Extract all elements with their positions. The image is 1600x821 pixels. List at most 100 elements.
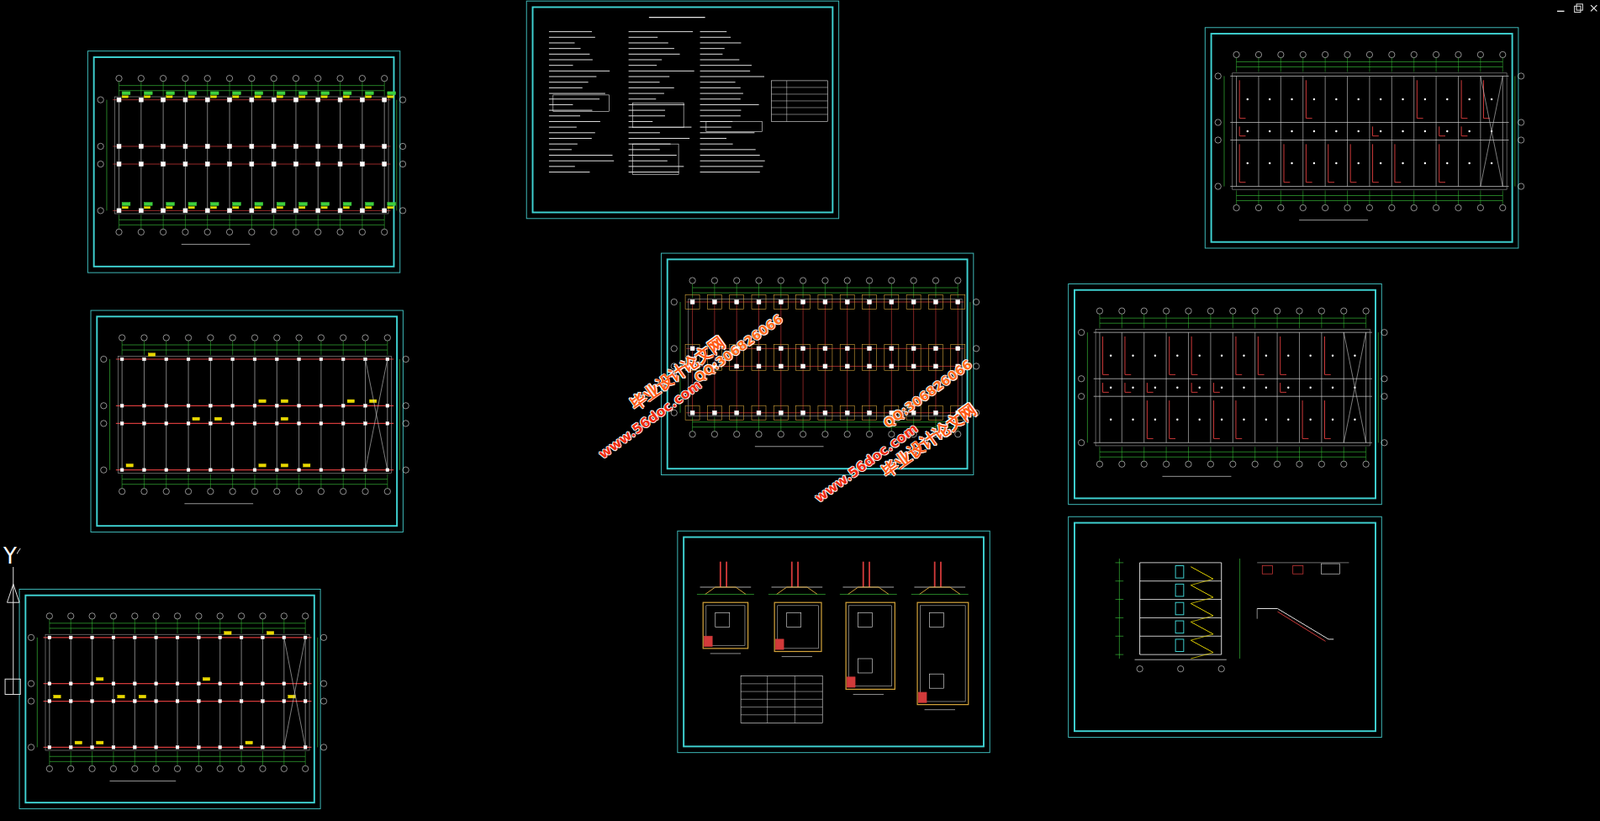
cad-line <box>700 59 740 61</box>
cad-line <box>1190 578 1214 585</box>
cad-line <box>1232 313 1234 328</box>
axis-bubble <box>402 402 409 409</box>
cad-rect <box>773 405 788 420</box>
cad-rect <box>319 422 323 426</box>
cad-line <box>549 104 573 106</box>
cad-rect <box>319 403 323 407</box>
cad-rect <box>280 463 288 467</box>
cad-line <box>1461 117 1468 119</box>
cad-line <box>1115 598 1125 600</box>
cad-rect <box>95 676 103 681</box>
slab-mark <box>1353 418 1356 421</box>
cad-rect <box>553 95 610 111</box>
cad-rect <box>239 635 243 639</box>
slab-mark <box>1176 353 1178 356</box>
cad-line <box>241 637 243 747</box>
cad-line <box>1416 117 1423 119</box>
cad-line <box>700 31 728 32</box>
axis-bubble <box>153 612 159 619</box>
cad-line <box>1143 446 1145 461</box>
cad-line <box>112 750 114 766</box>
cad-line <box>628 165 685 167</box>
axis-bubble <box>910 277 917 284</box>
cad-line <box>276 359 278 470</box>
cad-line <box>700 42 742 43</box>
cad-line <box>1143 332 1145 443</box>
cad-line <box>786 80 787 122</box>
cad-rect <box>90 635 95 639</box>
cad-line <box>1135 659 1227 661</box>
cad-rect <box>862 295 877 310</box>
cad-rect <box>154 745 159 750</box>
axis-bubble <box>1410 51 1417 58</box>
cad-rect <box>778 346 783 351</box>
cad-line <box>163 100 164 212</box>
cad-line <box>549 59 593 61</box>
cad-rect <box>249 208 254 213</box>
cad-rect <box>45 633 310 750</box>
axis-bubble <box>1140 460 1147 467</box>
cad-rect <box>385 403 390 407</box>
axis-bubble <box>844 277 851 284</box>
cad-line <box>339 214 341 229</box>
cad-line <box>253 340 255 355</box>
axis-bubble <box>259 765 266 771</box>
cad-line <box>298 359 300 470</box>
cad-rect <box>231 468 235 472</box>
cad-line <box>700 115 741 117</box>
cad-rect <box>844 364 850 369</box>
axis-bubble <box>932 277 939 284</box>
axis-bubble <box>822 277 829 284</box>
ucs-arrow <box>6 583 20 602</box>
cad-line <box>824 283 826 298</box>
axis-bubble <box>1381 329 1388 336</box>
cad-rect <box>929 612 945 627</box>
cad-rect <box>364 403 368 407</box>
axis-bubble <box>1344 51 1351 58</box>
cad-line <box>361 100 363 212</box>
axis-bubble <box>141 334 148 341</box>
cad-line <box>911 593 969 595</box>
cad-line <box>284 637 306 747</box>
axis-bubble <box>711 277 718 284</box>
cad-line <box>934 283 936 298</box>
cad-rect <box>274 422 279 426</box>
slab-mark <box>1467 162 1470 164</box>
cad-rect <box>197 745 201 750</box>
axis-bubble <box>1477 204 1484 211</box>
cad-line <box>1438 143 1440 182</box>
cad-line <box>210 340 212 355</box>
cad-line <box>219 750 221 766</box>
axis-bubble <box>116 75 122 82</box>
cad-line <box>1280 391 1287 393</box>
cad-rect <box>950 295 966 310</box>
cad-rect <box>121 95 128 98</box>
cad-line <box>1368 190 1370 205</box>
cad-line <box>1239 181 1246 183</box>
axis-bubble <box>1214 73 1221 80</box>
axis-bubble <box>1432 51 1439 58</box>
axis-bubble <box>159 228 166 235</box>
axis-bubble <box>384 488 391 495</box>
cad-line <box>320 474 322 489</box>
cad-line <box>1394 181 1401 183</box>
slab-mark <box>1379 130 1382 133</box>
cad-rect <box>249 97 254 102</box>
cad-line <box>700 110 742 111</box>
cad-rect <box>231 357 235 361</box>
cad-line <box>386 359 388 470</box>
cad-line <box>1230 121 1509 123</box>
cad-rect <box>911 364 916 369</box>
cad-line <box>628 171 680 173</box>
axis-bubble <box>195 765 202 771</box>
cad-line <box>549 98 600 100</box>
cad-rect <box>143 206 150 209</box>
cad-line <box>1324 336 1326 375</box>
cad-line <box>1436 58 1437 73</box>
slab-mark <box>1268 162 1271 164</box>
cad-line <box>48 750 50 766</box>
cad-rect <box>294 97 299 102</box>
cad-line <box>719 561 722 587</box>
axis-bubble <box>137 75 144 82</box>
cad-line <box>283 618 285 634</box>
